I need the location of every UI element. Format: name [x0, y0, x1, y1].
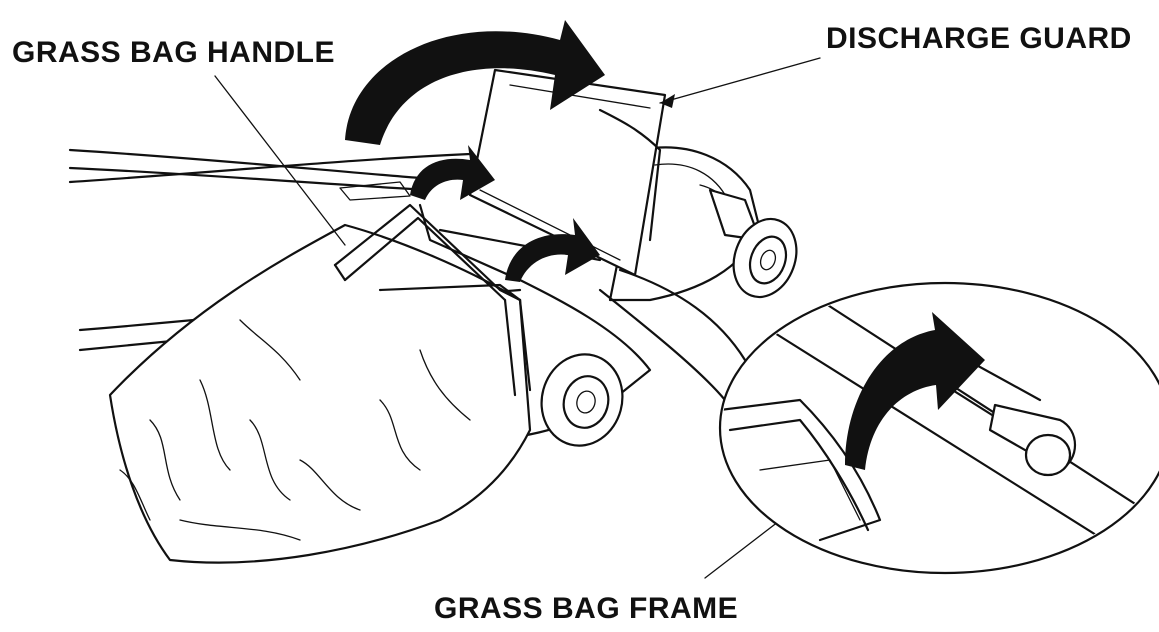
mower-rear-wheel [732, 217, 798, 299]
zoom-callout-lines [598, 268, 747, 402]
detail-inset [718, 281, 1159, 575]
rotation-arrow-large [345, 20, 605, 145]
mower-front-wheel [540, 353, 624, 447]
grass-bag [108, 223, 532, 564]
discharge-guard [468, 68, 667, 277]
grass-bag-frame-label: GRASS BAG FRAME [434, 592, 739, 625]
rotation-arrow-small-left [410, 145, 495, 200]
discharge-guard-label: DISCHARGE GUARD [826, 22, 1132, 55]
grass-bag-handle-label: GRASS BAG HANDLE [12, 36, 336, 69]
rotation-arrow-small-right [505, 218, 600, 282]
